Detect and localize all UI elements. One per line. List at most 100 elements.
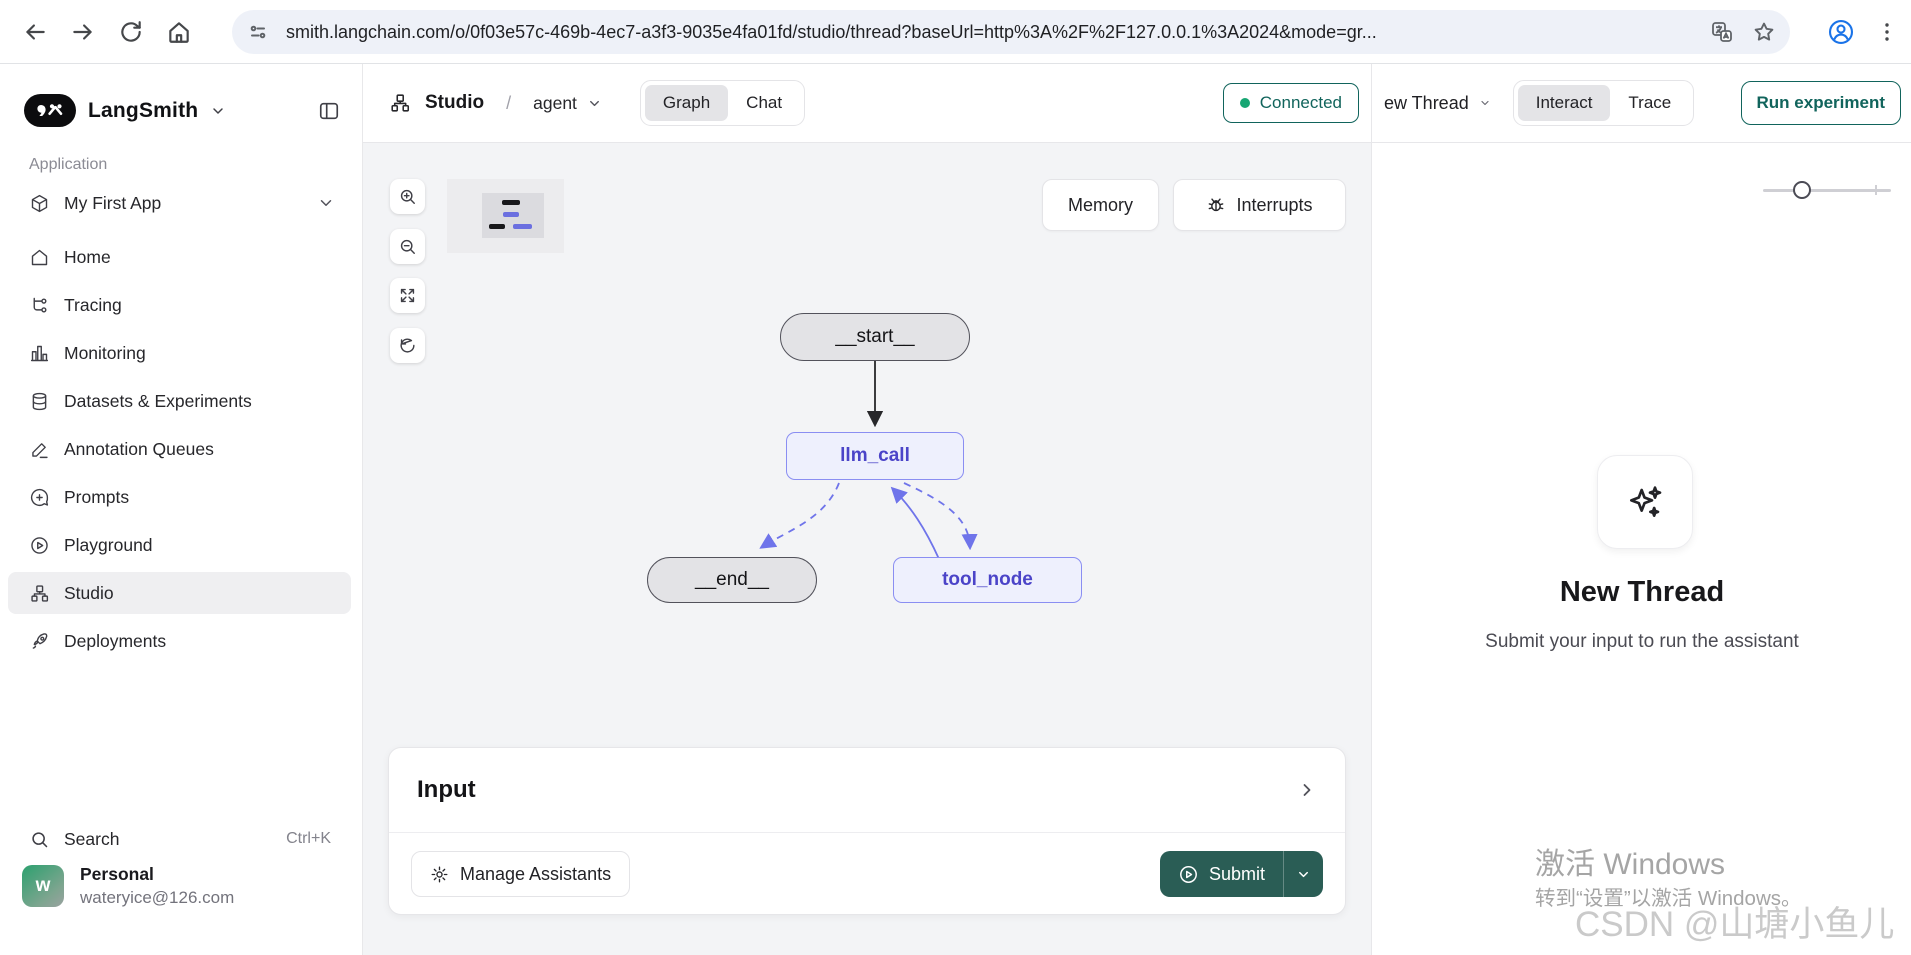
profile-icon[interactable] [1827, 18, 1855, 46]
zoom-in-button[interactable] [390, 179, 425, 214]
brand-name: LangSmith [88, 98, 199, 122]
sidebar-item-annotation-queues[interactable]: Annotation Queues [8, 428, 351, 470]
tab-trace[interactable]: Trace [1628, 93, 1672, 112]
submit-button[interactable]: Submit [1160, 851, 1283, 897]
chat-plus-icon [30, 488, 49, 506]
sidebar-item-my-first-app[interactable]: My First App [8, 182, 351, 224]
play-circle-icon [31, 536, 48, 554]
minimap-node-llm-call [503, 212, 519, 217]
graph-minimap[interactable] [447, 179, 564, 253]
graph-canvas[interactable]: Memory Interrupts __start__ llm_call __e… [363, 143, 1371, 955]
new-thread-subtitle: Submit your input to run the assistant [1485, 631, 1799, 652]
run-experiment-button[interactable]: Run experiment [1740, 81, 1901, 125]
langsmith-logo-icon [24, 94, 76, 127]
fit-view-button[interactable] [390, 278, 425, 313]
tracing-icon [33, 297, 47, 313]
submit-split-button: Submit [1159, 851, 1323, 897]
sidebar-item-label: Datasets & Experiments [64, 390, 252, 411]
sidebar-item-label: Playground [64, 534, 153, 555]
sidebar-item-deployments[interactable]: Deployments [8, 620, 351, 662]
new-thread-card [1597, 455, 1693, 549]
connection-status-badge[interactable]: Connected [1222, 83, 1359, 123]
chevron-down-icon [589, 100, 599, 106]
sidebar-item-home[interactable]: Home [8, 236, 351, 278]
back-icon[interactable] [22, 19, 48, 45]
sidebar-item-prompts[interactable]: Prompts [8, 476, 351, 518]
chevron-down-icon[interactable] [317, 194, 335, 212]
watermark-settings: 转到“设置”以激活 Windows。 [1535, 887, 1802, 910]
slider-knob[interactable] [1793, 181, 1811, 199]
url-bar[interactable]: smith.langchain.com/o/0f03e57c-469b-4ec7… [232, 10, 1790, 54]
breadcrumb-separator: / [506, 92, 512, 113]
interrupts-button[interactable]: Interrupts [1173, 179, 1346, 231]
submit-options-caret[interactable] [1283, 851, 1323, 897]
graph-node-end[interactable]: __end__ [647, 557, 817, 603]
manage-assistants-button[interactable]: Manage Assistants [411, 851, 631, 897]
tab-graph[interactable]: Graph [644, 85, 729, 121]
forward-icon[interactable] [70, 19, 96, 45]
sidebar-item-label: Annotation Queues [64, 438, 214, 459]
translate-icon[interactable] [1710, 20, 1734, 44]
sidebar-item-tracing[interactable]: Tracing [8, 284, 351, 326]
memory-label: Memory [1067, 194, 1133, 215]
graph-node-tool-node[interactable]: tool_node [893, 557, 1082, 603]
sidebar-item-label: My First App [64, 192, 162, 213]
sidebar-item-monitoring[interactable]: Monitoring [8, 332, 351, 374]
minimap-node-tool [513, 224, 532, 229]
thread-panel: New Thread Submit your input to run the … [1371, 143, 1911, 955]
chevron-down-icon [1299, 871, 1308, 877]
package-icon [31, 194, 48, 212]
connected-label: Connected [1259, 93, 1342, 112]
breadcrumb-studio[interactable]: Studio [425, 92, 485, 113]
panel-width-slider[interactable] [1763, 181, 1891, 199]
bookmark-star-icon[interactable] [1752, 20, 1776, 44]
brand-menu[interactable]: LangSmith [24, 94, 226, 127]
sidebar-item-datasets[interactable]: Datasets & Experiments [8, 380, 351, 422]
section-label: Application [29, 156, 108, 173]
zoom-out-button[interactable] [390, 229, 425, 264]
tab-interact[interactable]: Interact [1517, 85, 1611, 121]
sidebar: LangSmith Application My First App Home … [0, 64, 363, 955]
bug-icon [1209, 198, 1224, 212]
reset-layout-button[interactable] [390, 328, 425, 363]
graph-node-start[interactable]: __start__ [780, 313, 970, 361]
thread-caret-icon[interactable] [1479, 97, 1491, 109]
edge-llm-to-end [759, 482, 840, 549]
new-thread-title: New Thread [1559, 576, 1725, 608]
sidebar-item-label: Prompts [64, 486, 130, 507]
sidebar-item-studio[interactable]: Studio [8, 572, 351, 614]
sidebar-item-playground[interactable]: Playground [8, 524, 351, 566]
bar-chart-icon [30, 345, 49, 361]
reload-icon[interactable] [118, 19, 144, 45]
tab-chat[interactable]: Chat [746, 93, 783, 112]
slider-track [1763, 189, 1891, 192]
slider-tick [1875, 185, 1877, 195]
minimap-viewport [482, 193, 544, 238]
thread-title-clipped: ew Thread [1384, 92, 1469, 113]
expand-input-icon[interactable] [1297, 780, 1317, 800]
graph-node-llm-call[interactable]: llm_call [786, 432, 964, 480]
manage-assistants-label: Manage Assistants [460, 863, 612, 884]
menu-dots-icon[interactable] [1875, 20, 1899, 44]
database-icon [32, 392, 47, 410]
zoom-out-icon [400, 239, 415, 254]
site-settings-icon[interactable] [246, 20, 270, 44]
search-button[interactable]: Search Ctrl+K [8, 819, 351, 859]
play-icon [1180, 865, 1197, 883]
search-shortcut: Ctrl+K [286, 830, 331, 847]
home-icon[interactable] [166, 19, 192, 45]
reset-icon [400, 338, 415, 353]
input-panel-header[interactable]: Input [389, 748, 1345, 833]
url-text[interactable]: smith.langchain.com/o/0f03e57c-469b-4ec7… [286, 21, 1377, 42]
interact-trace-tabs: Interact Trace [1512, 80, 1695, 126]
submit-label: Submit [1208, 863, 1265, 884]
rocket-icon [32, 632, 48, 649]
agent-dropdown[interactable]: agent [533, 93, 602, 114]
collapse-sidebar-icon[interactable] [318, 100, 340, 122]
account-switcher[interactable]: w Personal wateryice@126.com [22, 864, 342, 908]
home-icon [31, 249, 48, 265]
memory-button[interactable]: Memory [1042, 179, 1159, 231]
watermark-csdn: CSDN @山塘小鱼儿 [1575, 905, 1895, 944]
account-email: wateryice@126.com [80, 888, 235, 907]
sidebar-item-label: Tracing [64, 294, 122, 315]
